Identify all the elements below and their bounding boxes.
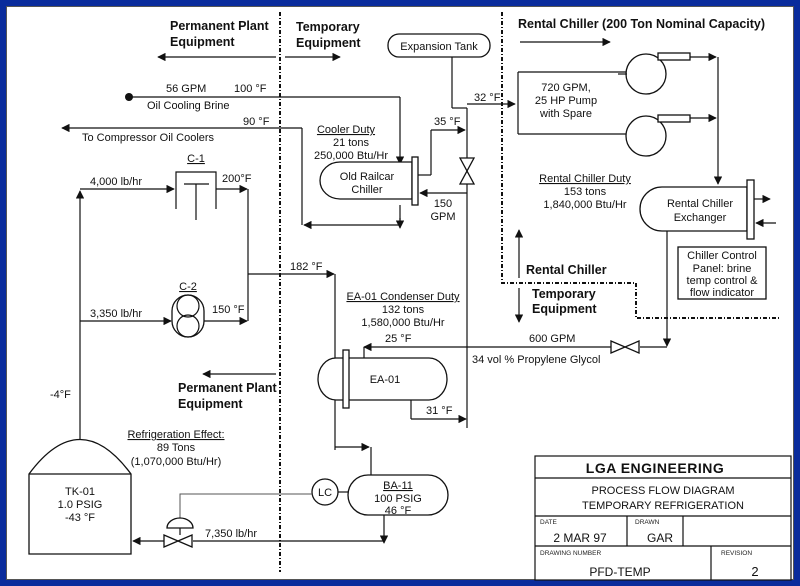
expansion-out-temp: 32 °F: [474, 92, 501, 104]
label-temporary-top-1: Temporary: [296, 20, 360, 34]
rental-exchanger-tubesheet: [746, 179, 755, 240]
c2-out-temp: 150 °F: [212, 304, 245, 316]
drawing-number-value: PFD-TEMP: [589, 565, 650, 579]
c2-flow: 3,350 lb/hr: [90, 308, 142, 320]
refrig-effect-btu: (1,070,000 Btu/Hr): [131, 456, 222, 468]
label-temporary-side-2: Equipment: [532, 302, 597, 316]
label-permanent-top-1: Permanent Plant: [170, 19, 269, 33]
railcar-flow-1: 150: [434, 198, 452, 210]
zone-divider-rental-chiller: [501, 12, 780, 319]
ea01-out-temp: 31 °F: [426, 405, 453, 417]
company-name: LGA ENGINEERING: [586, 460, 724, 476]
railcar-label-1: Old Railcar: [340, 171, 395, 183]
control-panel-4: flow indicator: [690, 287, 755, 299]
date-label: DATE: [540, 519, 558, 526]
title-block: LGA ENGINEERING PROCESS FLOW DIAGRAM TEM…: [534, 455, 792, 581]
pump-1-discharge: [657, 52, 691, 61]
cooler-duty-title: Cooler Duty: [317, 124, 376, 136]
glycol-label: 34 vol % Propylene Glycol: [472, 354, 600, 366]
refrig-effect-title: Refrigeration Effect:: [127, 429, 224, 441]
brine-flow: 56 GPM: [166, 83, 206, 95]
return-temp: 90 °F: [243, 116, 270, 128]
rental-duty-title: Rental Chiller Duty: [539, 173, 631, 185]
railcar-chiller-tubesheet: [411, 156, 419, 206]
tk01-temp: -43 °F: [65, 512, 95, 524]
pump-label-3: with Spare: [539, 108, 592, 120]
drawing-title-1: PROCESS FLOW DIAGRAM: [591, 485, 734, 497]
label-permanent-mid-1: Permanent Plant: [178, 381, 277, 395]
rental-duty-btu: 1,840,000 Btu/Hr: [543, 199, 627, 211]
label-permanent-top-2: Equipment: [170, 35, 235, 49]
cooler-duty-tons: 21 tons: [333, 137, 370, 149]
c2-tag: C-2: [179, 281, 197, 293]
level-control-valve: [163, 534, 193, 548]
pump-2: [625, 115, 667, 157]
expansion-tank: [387, 33, 491, 58]
label-permanent-mid-2: Equipment: [178, 397, 243, 411]
date-value: 2 MAR 97: [553, 531, 607, 545]
liquid-flow: 7,350 lb/hr: [205, 528, 257, 540]
c2-stage-1: [176, 294, 200, 318]
condenser-duty-title: EA-01 Condenser Duty: [346, 291, 460, 303]
label-rental-chiller-title: Rental Chiller (200 Ton Nominal Capacity…: [518, 17, 765, 31]
control-panel-2: Panel: brine: [693, 263, 752, 275]
c2-compressor: [171, 294, 205, 338]
pump-label-1: 720 GPM,: [541, 82, 591, 94]
c1-compressor: [175, 171, 217, 209]
glycol-flow: 600 GPM: [529, 333, 575, 345]
ea01-tubesheet: [342, 349, 350, 409]
c1-tag: C-1: [187, 153, 205, 165]
mixed-temp: 182 °F: [290, 261, 323, 273]
drawn-label: DRAWN: [635, 519, 660, 526]
ba11-tag: BA-11: [383, 480, 413, 492]
revision-label: REVISION: [721, 550, 752, 557]
condenser-duty-tons: 132 tons: [382, 304, 425, 316]
revision-value: 2: [751, 564, 758, 579]
drawing-title-2: TEMPORARY REFRIGERATION: [582, 500, 744, 512]
lc-signal-line: [179, 493, 312, 518]
cooler-duty-btu: 250,000 Btu/Hr: [314, 150, 388, 162]
tk01-pressure: 1.0 PSIG: [58, 499, 103, 511]
ea01-vessel: [317, 357, 448, 401]
railcar-chiller-vessel: [319, 161, 413, 200]
ea01-label: EA-01: [370, 374, 401, 386]
railcar-out-temp: 35 °F: [434, 116, 461, 128]
tk01-tag: TK-01: [65, 486, 95, 498]
condenser-duty-btu: 1,580,000 Btu/Hr: [361, 317, 445, 329]
brine-label: Oil Cooling Brine: [147, 100, 230, 112]
rental-exchanger-vessel: [639, 186, 748, 232]
pump-2-discharge: [657, 114, 691, 123]
refrig-effect-tons: 89 Tons: [157, 442, 196, 454]
control-panel-1: Chiller Control: [687, 250, 757, 262]
glycol-control-valve: [610, 340, 640, 354]
rental-exchanger-label-2: Exchanger: [674, 212, 727, 224]
label-rental-chiller-side: Rental Chiller: [526, 263, 607, 277]
valve-actuator: [166, 517, 194, 529]
suction-temp: -4°F: [50, 389, 71, 401]
lc-label: LC: [318, 487, 332, 499]
ba11-pressure: 100 PSIG: [374, 493, 422, 505]
railcar-flow-2: GPM: [430, 211, 455, 223]
drawing-number-label: DRAWING NUMBER: [540, 550, 601, 557]
c1-out-temp: 200°F: [222, 173, 252, 185]
expansion-tank-label: Expansion Tank: [400, 41, 478, 53]
c2-stage-2: [176, 314, 200, 338]
railcar-bypass-valve: [458, 157, 476, 185]
pump-label-2: 25 HP Pump: [535, 95, 597, 107]
control-panel-3: temp control &: [687, 275, 759, 287]
label-temporary-top-2: Equipment: [296, 36, 361, 50]
rental-exchanger-label-1: Rental Chiller: [667, 198, 733, 210]
ba11-receiver: [347, 474, 449, 516]
rental-duty-tons: 153 tons: [564, 186, 607, 198]
c1-flow: 4,000 lb/hr: [90, 176, 142, 188]
glycol-temp-in: 25 °F: [385, 333, 412, 345]
chiller-control-panel: [677, 246, 767, 300]
drawn-value: GAR: [647, 531, 673, 545]
to-compressor-label: To Compressor Oil Coolers: [82, 132, 215, 144]
label-temporary-side-1: Temporary: [532, 287, 596, 301]
ba11-temp: 46 °F: [385, 505, 412, 517]
railcar-label-2: Chiller: [351, 184, 383, 196]
brine-temp: 100 °F: [234, 83, 267, 95]
